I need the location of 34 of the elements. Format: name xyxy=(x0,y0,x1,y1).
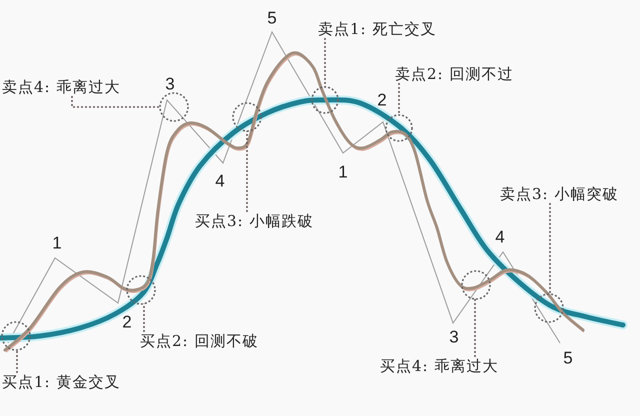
wave-number: 4 xyxy=(495,228,505,246)
leader-line xyxy=(398,83,400,115)
annotation-label: 卖点2: 回测不过 xyxy=(395,65,514,83)
leader-line xyxy=(71,96,160,108)
dotted-circle xyxy=(231,101,263,133)
wave-number: 2 xyxy=(377,92,387,108)
wave-number: 5 xyxy=(563,350,573,366)
leader-line xyxy=(474,298,476,357)
wave-number: 1 xyxy=(338,164,348,180)
annotation-label: 买点1: 黄金交叉 xyxy=(2,373,120,391)
annotation-label: 卖点3: 小幅突破 xyxy=(500,185,618,203)
dotted-circle xyxy=(533,292,565,324)
annotation-label: 卖点4: 乖离过大 xyxy=(2,78,120,96)
annotation-label: 买点3: 小幅跌破 xyxy=(195,212,314,230)
wave-number: 2 xyxy=(122,314,132,330)
dotted-circle xyxy=(158,91,190,123)
leader-line xyxy=(143,304,145,332)
annotation-label: 买点4: 乖离过大 xyxy=(380,357,498,375)
wave-number: 3 xyxy=(165,76,175,92)
leader-line xyxy=(549,203,551,294)
leader-line xyxy=(324,38,326,87)
leader-line xyxy=(246,131,248,212)
dotted-circle xyxy=(0,320,32,352)
annotation-label: 买点2: 回测不破 xyxy=(140,332,258,350)
dotted-circle xyxy=(384,113,414,143)
leader-line xyxy=(16,350,18,373)
wave-number: 5 xyxy=(267,10,277,26)
annotation-label: 卖点1: 死亡交叉 xyxy=(318,20,436,38)
wave-number: 1 xyxy=(52,234,62,252)
wave-number: 4 xyxy=(215,172,225,190)
dotted-circle xyxy=(460,269,492,301)
wave-number: 3 xyxy=(449,328,459,346)
dotted-circle xyxy=(310,85,340,115)
dotted-circle xyxy=(125,274,157,306)
